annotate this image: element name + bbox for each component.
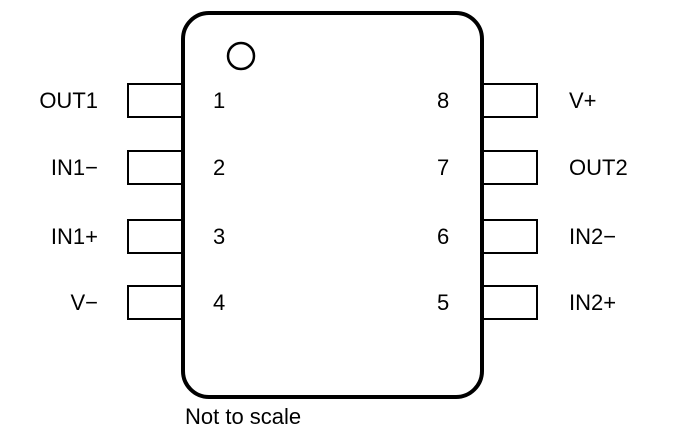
package-body (181, 11, 484, 399)
pin-number-1: 1 (213, 88, 225, 113)
pin-number-6: 6 (437, 224, 449, 249)
pin-name-4: V− (70, 290, 98, 315)
pin-number-8: 8 (437, 88, 449, 113)
pin-lead-8 (480, 83, 538, 118)
pin-lead-6 (480, 219, 538, 254)
pin-lead-7 (480, 150, 538, 185)
pin-name-1: OUT1 (39, 88, 98, 113)
pin-number-7: 7 (437, 155, 449, 180)
pin-lead-1 (127, 83, 185, 118)
pin-lead-4 (127, 285, 185, 320)
not-to-scale-caption: Not to scale (185, 404, 301, 429)
pin-number-2: 2 (213, 155, 225, 180)
pin-lead-3 (127, 219, 185, 254)
pin-name-2: IN1− (51, 155, 98, 180)
pin-name-6: IN2− (569, 224, 616, 249)
pin-name-7: OUT2 (569, 155, 628, 180)
pin-name-8: V+ (569, 88, 597, 113)
pin-number-5: 5 (437, 290, 449, 315)
pin-name-3: IN1+ (51, 224, 98, 249)
pin-lead-5 (480, 285, 538, 320)
pin-number-4: 4 (213, 290, 225, 315)
pin-name-5: IN2+ (569, 290, 616, 315)
pin-number-3: 3 (213, 224, 225, 249)
pin-lead-2 (127, 150, 185, 185)
pin1-indicator-dot (226, 41, 256, 71)
